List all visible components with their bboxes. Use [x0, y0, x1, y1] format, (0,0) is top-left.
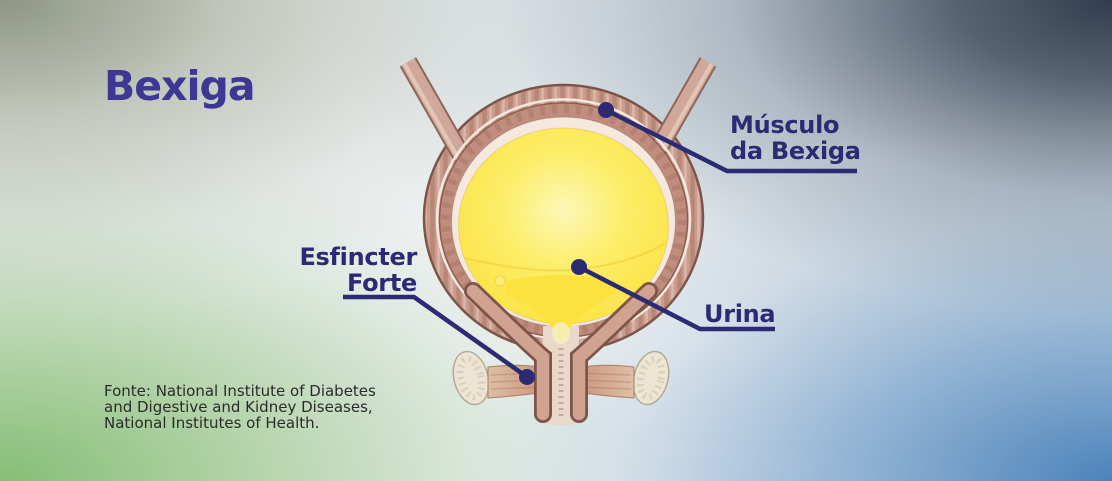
label-bladder-muscle-line1: Músculo — [730, 111, 840, 139]
label-urine-line1: Urina — [704, 300, 776, 328]
pelvic-bone-right — [632, 350, 670, 406]
source-attribution: Fonte: National Institute of Diabetes an… — [104, 382, 376, 432]
label-strong-sphincter: Esfincter Forte — [299, 244, 417, 296]
label-bladder-muscle: Músculo da Bexiga — [730, 112, 861, 164]
source-line1: Fonte: National Institute of Diabetes — [104, 382, 376, 400]
source-line3: National Institutes of Health. — [104, 413, 320, 432]
ureter-left — [399, 57, 473, 165]
leader-sphincter — [343, 294, 535, 385]
label-urine: Urina — [704, 300, 776, 328]
leader-urine — [571, 259, 775, 332]
pelvic-bone-left — [452, 350, 490, 406]
label-strong-sphincter-line2: Forte — [347, 269, 417, 297]
label-bladder-muscle-line2: da Bexiga — [730, 137, 861, 165]
leader-muscle — [598, 102, 857, 174]
source-line2: and Digestive and Kidney Diseases, — [104, 397, 373, 416]
page-title: Bexiga — [104, 62, 256, 110]
urethra — [464, 275, 658, 425]
label-strong-sphincter-line1: Esfincter — [299, 243, 417, 271]
